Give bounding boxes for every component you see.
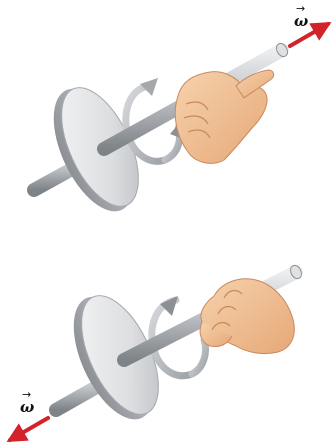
bottom-rotation-ring-front [192, 340, 206, 374]
bottom-hand [200, 279, 294, 354]
top-assembly: → ω [34, 2, 328, 223]
top-omega-label: ω [294, 12, 308, 30]
top-hand [175, 70, 273, 163]
bottom-omega-label: ω [20, 398, 34, 416]
bottom-assembly: → ω [10, 263, 304, 440]
bottom-omega-vector-arrow [10, 418, 48, 440]
